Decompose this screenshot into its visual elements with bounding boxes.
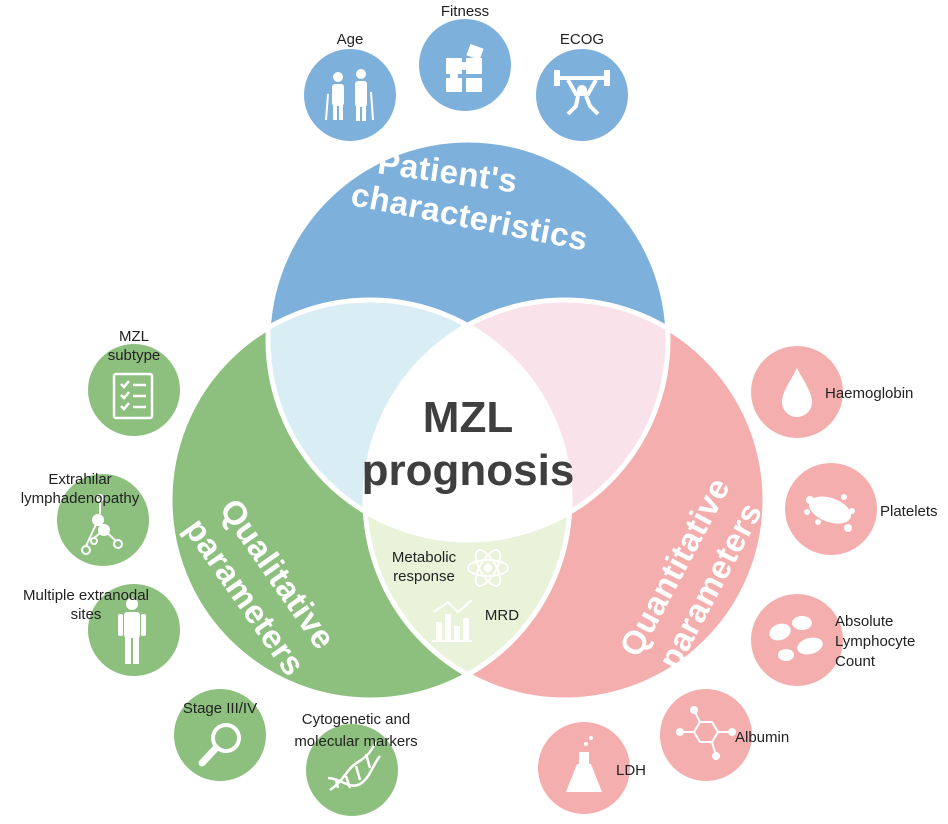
patient-item-fitness: Fitness [419, 3, 511, 111]
center-title-line2: prognosis [362, 446, 575, 495]
age-label: Age [337, 31, 364, 48]
outline-quantitative [362, 297, 768, 703]
ldh-label: LDH [616, 762, 646, 779]
alc-label-line2: Lymphocyte [835, 633, 915, 650]
albumin-label: Albumin [735, 729, 789, 746]
mrd-label: MRD [485, 607, 519, 624]
quantitative-item-platelets: Platelets [785, 463, 938, 555]
patient-item-ecog: ECOG [536, 31, 628, 141]
weightlifter-icon [554, 70, 610, 116]
platelets-label: Platelets [880, 503, 938, 520]
quantitative-item-alc: Absolute Lymphocyte Count [751, 594, 915, 686]
qualitative-item-mzl-subtype: MZL subtype [88, 328, 180, 436]
ecog-label: ECOG [560, 31, 604, 48]
alc-label-line3: Count [835, 653, 876, 670]
human-body-icon [118, 598, 146, 664]
quantitative-item-haemoglobin: Haemoglobin [751, 346, 913, 438]
metabolic-label-line1: Metabolic [392, 549, 457, 566]
lymph-nodes-icon [81, 494, 123, 555]
extrahilar-label-line2: lymphadenopathy [21, 490, 140, 507]
atom-icon [467, 549, 509, 587]
flask-icon [566, 736, 602, 792]
dna-icon [327, 741, 381, 792]
blood-drop-icon [782, 368, 812, 417]
checklist-icon [112, 372, 154, 420]
stage-circle [174, 689, 266, 781]
cytogenetic-label-line1: Cytogenetic and [302, 711, 410, 728]
bar-chart-icon [432, 599, 473, 642]
extrahilar-label-line1: Extrahilar [48, 471, 111, 488]
molecule-icon [676, 706, 736, 760]
patient-item-age: Age [304, 31, 396, 141]
cytogenetic-label-line2: molecular markers [294, 733, 417, 750]
extranodal-label-line1: Multiple extranodal [23, 587, 149, 604]
fitness-label: Fitness [441, 3, 489, 20]
stage-label: Stage III/IV [183, 700, 257, 717]
quantitative-item-albumin: Albumin [660, 689, 789, 781]
alc-label-line1: Absolute [835, 613, 893, 630]
lymphocytes-icon [769, 616, 823, 661]
mzl-subtype-label-line2: subtype [108, 347, 161, 364]
puzzle-icon [446, 43, 484, 92]
outline-qualitative [167, 297, 573, 703]
platelet-icon [804, 494, 855, 532]
qualitative-item-stage: Stage III/IV [174, 689, 266, 781]
qualitative-item-extrahilar: Extrahilar lymphadenopathy [21, 471, 149, 566]
overlap-center [365, 300, 570, 540]
mzl-subtype-label-line1: MZL [119, 328, 149, 345]
haemoglobin-label: Haemoglobin [825, 385, 913, 402]
metabolic-label-line2: response [393, 568, 455, 585]
quantitative-item-ldh: LDH [538, 722, 646, 814]
extranodal-label-line2: sites [71, 606, 102, 623]
age-circle [304, 49, 396, 141]
cytogenetic-circle [306, 724, 398, 816]
elderly-couple-icon [325, 69, 374, 121]
mzl-subtype-circle [88, 344, 180, 436]
qualitative-item-extranodal: Multiple extranodal sites [23, 584, 180, 676]
qualitative-item-cytogenetic: Cytogenetic and molecular markers [294, 711, 418, 816]
outline-patient [265, 137, 671, 543]
albumin-circle [660, 689, 752, 781]
center-title-line1: MZL [423, 393, 513, 442]
magnifier-icon [198, 723, 241, 767]
alc-circle [751, 594, 843, 686]
